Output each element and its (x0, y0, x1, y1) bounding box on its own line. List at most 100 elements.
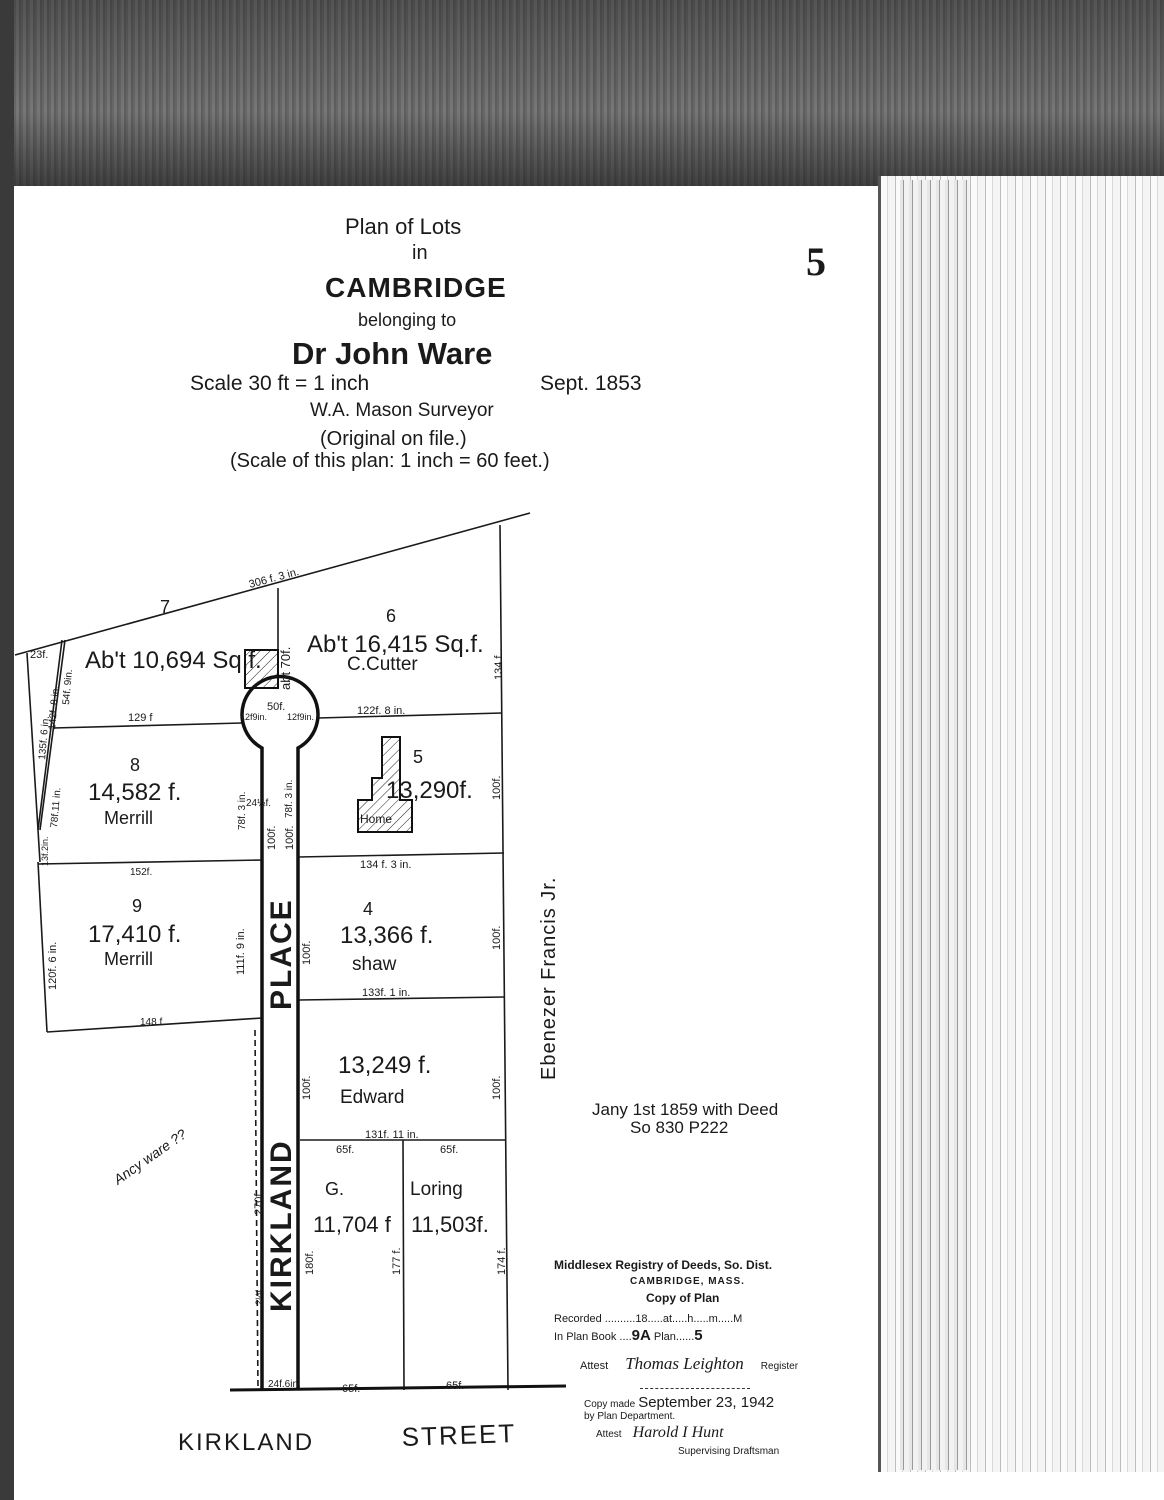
dim-13: 13f.2in. (40, 836, 50, 866)
lot-4-5-divider (297, 852, 505, 858)
street-label-kirkland: KIRKLAND (178, 1429, 314, 1456)
lot-6-area: Ab't 16,415 Sq.f. (307, 631, 484, 658)
home-building (357, 736, 413, 833)
lot-6-owner: C.Cutter (347, 654, 418, 675)
dim-12-left: 12f9in. (240, 712, 267, 722)
dim-50: 50f. (267, 701, 285, 713)
dim-78-left: 78f. 3 in. (237, 792, 248, 830)
draftsman-signature: Harold I Hunt (632, 1424, 724, 1441)
attest-row: Attest Thomas Leighton Register (580, 1354, 798, 1374)
title-line-4: belonging to (358, 310, 457, 330)
lot-loring-area: 11,503f. (411, 1212, 489, 1237)
lot-8-owner: Merrill (104, 808, 153, 828)
lot-9-number: 9 (132, 896, 142, 916)
lot-g-area: 11,704 f (313, 1212, 392, 1237)
dim-2-half: 2½f. (254, 1287, 264, 1305)
copy-made-row: Copy made September 23, 1942 (584, 1394, 774, 1411)
dim-177: 177 f. (391, 1247, 403, 1275)
lot-9-area: 17,410 f. (88, 921, 181, 948)
dim-152: 152f. (130, 867, 152, 878)
street-label-street: STREET (401, 1418, 517, 1452)
title-plan-scale: (Scale of this plan: 1 inch = 60 feet.) (230, 450, 550, 472)
street-label-kirkland-place: KIRKLAND (265, 1139, 298, 1312)
lot-8-area: 14,582 f. (88, 779, 181, 806)
lot-7-8-divider (52, 722, 243, 729)
dim-135: 135f. 6 in. (37, 716, 52, 761)
dim-78-right: 78f. 3 in. (284, 780, 295, 818)
title-line-2: in (412, 242, 428, 264)
lot-4-number: 4 (363, 899, 373, 919)
lot-g-label: G. (325, 1179, 344, 1199)
dim-134: 134 f. (493, 652, 505, 680)
lot-5-number: 5 (413, 747, 423, 767)
dim-148: 148 f. (140, 1017, 165, 1028)
dim-23: 23f. (30, 649, 48, 661)
dim-100-edward-west: 100f. (301, 1076, 313, 1100)
dim-100-street-left: 100f. (266, 826, 278, 850)
dim-100-lot-5: 100f. (491, 776, 503, 800)
dim-12-right: 12f9in. (287, 712, 314, 722)
dim-65-loring-south: 65f. (446, 1380, 464, 1392)
by-plan-department: by Plan Department. (584, 1411, 676, 1422)
copy-made-label: Copy made (584, 1399, 636, 1410)
west-diagonal-line-2 (39, 639, 66, 831)
dim-180: 180f. (304, 1251, 316, 1275)
dim-78-11: 78f.11 in. (49, 787, 63, 828)
attest2-label: Attest (596, 1429, 622, 1440)
copy-date: September 23, 1942 (638, 1394, 775, 1411)
dim-24-half: 24½f. (246, 798, 271, 809)
lot-edward-owner: Edward (340, 1087, 404, 1108)
lot-5-area: 13,290f. (386, 777, 473, 804)
registry-subtitle: Copy of Plan (646, 1291, 720, 1305)
dim-100-edward-east: 100f. (491, 1076, 503, 1100)
title-city: CAMBRIDGE (325, 272, 507, 303)
dim-111: 111f. 9 in. (235, 928, 247, 975)
dimension-labels: 306 f. 3 in. 23f. 135f. 6 in. 142f. 8 in… (30, 566, 508, 1395)
dim-north: 306 f. 3 in. (248, 566, 301, 591)
kirkland-place-street (229, 674, 567, 1392)
attest-label: Attest (580, 1360, 609, 1372)
street-label-place: PLACE (265, 898, 298, 1010)
dim-24-6: 24f.6in. (268, 1379, 301, 1390)
lot-5-6-divider (317, 712, 503, 719)
title-owner: Dr John Ware (292, 336, 493, 371)
plan-value: 5 (694, 1327, 703, 1344)
lot-edward-area: 13,249 f. (338, 1052, 431, 1079)
register-signature: Thomas Leighton (625, 1354, 744, 1373)
register-label: Register (760, 1361, 799, 1372)
deed-note-line-1: Jany 1st 1859 with Deed (592, 1100, 778, 1119)
dim-65-g: 65f. (336, 1144, 354, 1156)
lot-6-number: 6 (386, 606, 396, 626)
street-dashed-line (254, 1029, 259, 1391)
lot-loring-owner: Loring (410, 1179, 463, 1200)
dim-65-loring: 65f. (440, 1144, 458, 1156)
dim-142: 142f. 8 in. (47, 686, 62, 731)
title-scale: Scale 30 ft = 1 inch (190, 372, 370, 395)
title-date: Sept. 1853 (540, 372, 642, 395)
west-diagonal-line-1 (37, 639, 63, 831)
dim-129: 129 f (128, 712, 153, 724)
dim-65-g-south: 65f. (342, 1383, 360, 1395)
lot-9-west-line (37, 861, 48, 1033)
dim-120: 120f. 6 in. (47, 942, 59, 990)
registry-plan-book-row: In Plan Book ....9A Plan......5 (554, 1327, 703, 1344)
lot-7-area: Ab't 10,694 Sq.f. (85, 647, 262, 674)
registry-location: CAMBRIDGE, MASS. (630, 1276, 745, 1287)
dim-100-lot-4-west: 100f. (301, 941, 313, 965)
dim-133: 133f. 1 in. (362, 987, 410, 999)
north-boundary-line (14, 512, 531, 656)
registry-recorded: Recorded ..........18.....at.....h.....m… (554, 1313, 743, 1325)
dim-174: 174 f. (496, 1247, 508, 1275)
stamp-divider (640, 1388, 750, 1389)
lot-8-number: 8 (130, 755, 140, 775)
home-label: Home (360, 812, 392, 826)
lot-9-owner: Merrill (104, 949, 153, 969)
scanned-top-margin (0, 0, 1164, 186)
deed-note-line-2: So 830 P222 (630, 1118, 728, 1137)
dim-134-3: 134 f. 3 in. (360, 859, 411, 871)
lot-7-number: 7 (160, 597, 170, 617)
draftsman-label: Supervising Draftsman (678, 1446, 780, 1457)
lot-4-owner: shaw (352, 954, 397, 975)
plan-book-value: 9A (631, 1327, 651, 1344)
